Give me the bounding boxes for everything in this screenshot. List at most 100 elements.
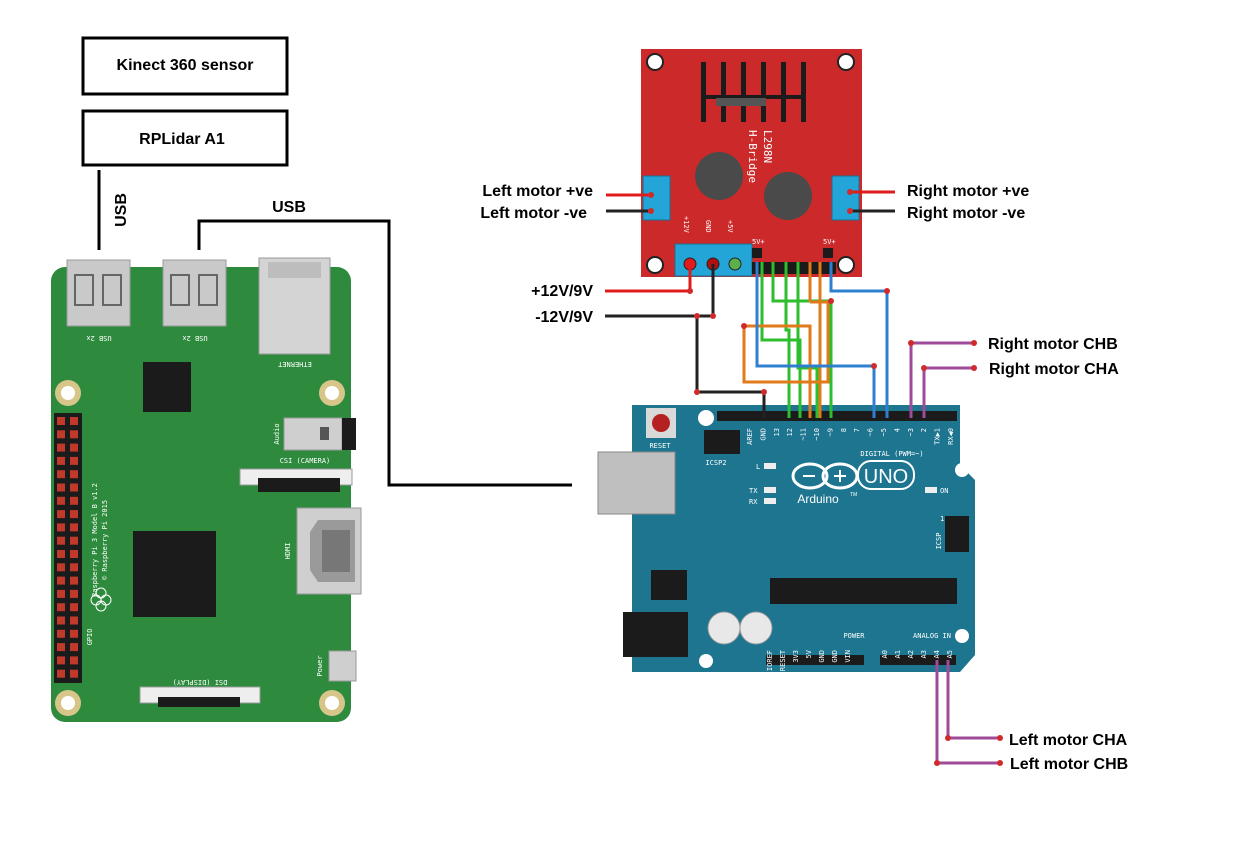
arduino-pin-label: GND bbox=[759, 428, 767, 441]
arduino-pin-label: ~9 bbox=[826, 428, 834, 436]
right-chb-label: Right motor CHB bbox=[988, 336, 1118, 353]
hbridge-capacitor-left bbox=[695, 152, 743, 200]
arduino-pin-label: 12 bbox=[786, 428, 794, 436]
arduino-usb-port bbox=[597, 451, 676, 515]
arduino-power-label: POWER bbox=[843, 632, 865, 640]
pi-power-port bbox=[328, 650, 357, 682]
heatsink bbox=[701, 62, 806, 122]
hbridge-12v-label: +12V bbox=[682, 216, 690, 234]
wire-control-green-4 bbox=[796, 262, 819, 418]
arduino-pin-label: 8 bbox=[840, 428, 848, 432]
arduino-power-header bbox=[766, 655, 864, 665]
pi-ethernet-label: ETHERNET bbox=[277, 360, 312, 368]
arduino-analog-label: ANALOG IN bbox=[913, 632, 951, 640]
arduino-pin-label: 3V3 bbox=[792, 650, 800, 663]
arduino-led-tx-label: TX bbox=[749, 487, 758, 495]
gpio-pin bbox=[70, 496, 78, 505]
pi-hdmi-label: HDMI bbox=[284, 543, 292, 560]
gpio-pin bbox=[57, 669, 65, 678]
hbridge-name-label: H-Bridge bbox=[746, 130, 759, 183]
arduino-pin-label: A3 bbox=[920, 650, 928, 658]
gpio-pin bbox=[57, 550, 65, 558]
arduino-atmega-chip bbox=[770, 578, 957, 604]
wire-control-green-1 bbox=[771, 262, 833, 418]
arduino-led-l-label: L bbox=[756, 463, 760, 471]
left-cha-label: Left motor CHA bbox=[1009, 732, 1128, 749]
wire-control-orange-1 bbox=[742, 262, 830, 418]
left-chb-label: Left motor CHB bbox=[1010, 756, 1128, 773]
pi-gpio-label: GPIO bbox=[86, 629, 94, 646]
arduino-analog-header bbox=[880, 655, 956, 665]
hbridge-gnd-label: GND bbox=[704, 220, 712, 233]
gpio-pin bbox=[70, 417, 78, 425]
arduino-brand-label: Arduino bbox=[797, 492, 839, 506]
gpio-pin bbox=[70, 563, 78, 572]
arduino-pin-label: 2 bbox=[920, 428, 928, 432]
hbridge-capacitor-right bbox=[764, 172, 812, 220]
pi-dsi-label: DSI (DISPLAY) bbox=[173, 678, 228, 686]
gpio-pin bbox=[70, 443, 78, 452]
supply-pos-label: +12V/9V bbox=[531, 283, 593, 300]
gpio-pin bbox=[70, 430, 78, 439]
gpio-pin bbox=[57, 417, 65, 425]
gpio-pin bbox=[57, 483, 65, 492]
gpio-pin bbox=[70, 656, 78, 665]
gpio-pin bbox=[57, 603, 65, 612]
arduino-regulator bbox=[651, 570, 687, 600]
arduino-pin-label: A4 bbox=[933, 650, 941, 658]
usb-arduino-label: USB bbox=[272, 199, 306, 216]
wire-left-chb bbox=[935, 660, 1000, 765]
gpio-pin bbox=[70, 576, 78, 585]
arduino-pin-label: GND bbox=[831, 650, 839, 663]
gpio-pin bbox=[57, 496, 65, 505]
pi-csi-connector bbox=[239, 468, 353, 492]
arduino-pin-label: ~5 bbox=[880, 428, 888, 436]
arduino-pin-label: A2 bbox=[907, 650, 915, 658]
arduino-icsp2-label: ICSP2 bbox=[705, 459, 726, 467]
hbridge-5v-right-label: 5V+ bbox=[823, 238, 836, 246]
gpio-pin bbox=[70, 550, 78, 558]
arduino-led-on-label: ON bbox=[940, 487, 948, 495]
rplidar-box: RPLidar A1 bbox=[81, 109, 289, 167]
pi-power-label: Power bbox=[316, 655, 324, 676]
right-motor-pos-label: Right motor +ve bbox=[907, 183, 1029, 200]
pi-model-label: Raspberry Pi 3 Model B v1.2 bbox=[91, 483, 99, 597]
gpio-pin bbox=[57, 470, 65, 479]
arduino-digital-header bbox=[717, 411, 957, 421]
gpio-pin bbox=[57, 643, 65, 652]
pi-csi-label: CSI (CAMERA) bbox=[280, 457, 331, 465]
arduino-pin-label: A5 bbox=[946, 650, 954, 658]
gpio-pin bbox=[57, 589, 65, 598]
pi-hdmi-port bbox=[296, 507, 362, 595]
hbridge-board: L298N H-Bridge +12V GND +5V 5V+ 5V+ bbox=[641, 49, 862, 277]
gpio-pin bbox=[70, 470, 78, 479]
gpio-pin bbox=[70, 536, 78, 545]
kinect-box: Kinect 360 sensor bbox=[81, 36, 289, 96]
pi-audio-jack bbox=[283, 417, 356, 451]
left-motor-terminal bbox=[642, 175, 671, 221]
gpio-pin bbox=[70, 629, 78, 638]
gpio-pin bbox=[57, 456, 65, 465]
hbridge-5v-label: +5V bbox=[726, 220, 734, 233]
arduino-icsp-header bbox=[945, 516, 969, 552]
gpio-pin bbox=[70, 603, 78, 612]
usb-lidar-label: USB bbox=[113, 193, 130, 227]
arduino-pin-label: RX◀0 bbox=[947, 428, 955, 445]
wire-control-blue-2 bbox=[829, 262, 889, 418]
wire-supply-neg bbox=[605, 264, 766, 418]
gpio-pin bbox=[70, 589, 78, 598]
arduino-pin-label: TX▶1 bbox=[934, 428, 942, 445]
arduino-icsp2-header bbox=[704, 430, 740, 454]
pi-soc-chip bbox=[133, 531, 216, 617]
usb-cable-arduino: USB bbox=[197, 199, 572, 487]
raspberry-logo-icon bbox=[90, 587, 112, 612]
arduino-pin-label: 7 bbox=[853, 428, 861, 432]
arduino-reset-button[interactable] bbox=[646, 408, 676, 438]
left-motor-neg-label: Left motor -ve bbox=[480, 205, 587, 222]
hbridge-chip-label: L298N bbox=[761, 130, 774, 163]
gpio-pin bbox=[57, 430, 65, 439]
gpio-pin bbox=[70, 669, 78, 678]
hbridge-control-header bbox=[752, 262, 836, 274]
arduino-pin-label: IOREF bbox=[766, 650, 774, 671]
